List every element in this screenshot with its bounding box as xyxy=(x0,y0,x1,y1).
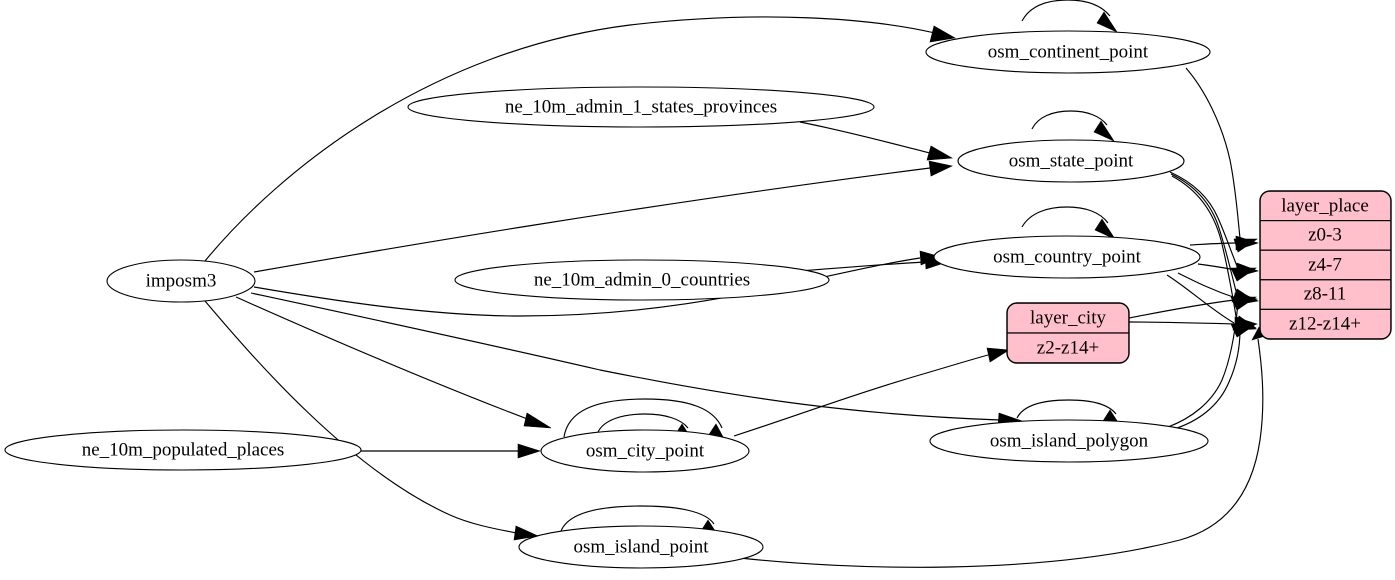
edge-ne_populated_places-to-osm_city_point xyxy=(361,443,541,459)
node-imposm3-label: imposm3 xyxy=(146,270,217,291)
record-outline-layer_place xyxy=(1259,190,1392,340)
node-osm_continent_point[interactable]: osm_continent_point xyxy=(925,30,1211,74)
node-ne_10m_populated_places-label: ne_10m_populated_places xyxy=(82,439,285,460)
node-osm_island_polygon[interactable]: osm_island_polygon xyxy=(929,419,1209,463)
edge-osm_city_point-to-layer_city-z2 xyxy=(733,347,1010,437)
edge-ne_states_provinces-to-osm_state_point xyxy=(799,121,953,161)
node-osm_island_point-label: osm_island_point xyxy=(573,536,709,557)
node-osm_city_point[interactable]: osm_city_point xyxy=(540,429,750,473)
edge-osm_continent_point-to-layer_place-z0-3 xyxy=(1185,67,1258,253)
node-imposm3[interactable]: imposm3 xyxy=(106,259,256,303)
record-label-layer_place-z8-11: z8-11 xyxy=(1304,283,1347,304)
node-ne_10m_admin_0_countries-label: ne_10m_admin_0_countries xyxy=(534,269,750,290)
node-osm_island_point[interactable]: osm_island_point xyxy=(518,525,764,569)
edge-osm_island_polygon-to-layer_place-z8-11 xyxy=(1167,288,1256,428)
edge-self-osm_country_point xyxy=(1021,206,1116,240)
record-node-layer_place[interactable]: layer_place z0-3 z4-7 z8-11 z12-z14+ xyxy=(1259,190,1392,340)
edge-self-osm_state_point xyxy=(1031,110,1115,142)
edge-imposm3-to-osm_city_point xyxy=(235,296,552,429)
node-osm_country_point-label: osm_country_point xyxy=(993,246,1141,267)
edge-imposm3-to-osm_continent_point xyxy=(204,16,956,262)
record-cell-layer_place-z8-11[interactable] xyxy=(1260,279,1391,310)
record-cell-layer_city-header[interactable] xyxy=(1007,303,1129,334)
nodes-group: imposm3 ne_10m_admin_1_states_provinces … xyxy=(4,30,1211,569)
node-osm_state_point[interactable]: osm_state_point xyxy=(957,139,1185,183)
record-cell-layer_place-header[interactable] xyxy=(1260,191,1391,222)
edge-osm_country_point-to-layer_place-z4-7 xyxy=(1197,262,1259,278)
node-ne_10m_populated_places[interactable]: ne_10m_populated_places xyxy=(4,429,362,471)
edge-self-osm_continent_point xyxy=(1021,0,1118,33)
record-node-layer_city[interactable]: layer_city z2-z14+ xyxy=(1006,302,1130,364)
record-cell-layer_city-z2[interactable] xyxy=(1007,332,1129,363)
record-outline-layer_city xyxy=(1006,302,1130,364)
node-osm_continent_point-label: osm_continent_point xyxy=(988,41,1149,62)
edge-osm_island_polygon-to-layer_place-z12 xyxy=(1170,315,1257,431)
node-osm_city_point-label: osm_city_point xyxy=(586,440,705,461)
record-nodes-group: layer_place z0-3 z4-7 z8-11 z12-z14+ lay… xyxy=(1006,190,1392,364)
edge-imposm3-to-osm_state_point xyxy=(253,160,953,273)
edges-group xyxy=(204,0,1273,568)
edge-osm_country_point-to-layer_place-z0-3 xyxy=(1189,235,1259,251)
node-ne_10m_admin_1_states_provinces[interactable]: ne_10m_admin_1_states_provinces xyxy=(407,86,875,128)
edge-imposm3-to-osm_island_polygon xyxy=(250,292,1024,428)
node-osm_country_point[interactable]: osm_country_point xyxy=(933,235,1201,279)
record-label-layer_place-z0-3: z0-3 xyxy=(1308,224,1342,245)
record-label-layer_place-z12: z12-z14+ xyxy=(1289,313,1361,334)
record-label-layer_place-header: layer_place xyxy=(1281,195,1369,216)
node-osm_state_point-label: osm_state_point xyxy=(1009,150,1134,171)
node-ne_10m_admin_1_states_provinces-label: ne_10m_admin_1_states_provinces xyxy=(505,96,777,117)
record-cell-layer_place-z0-3[interactable] xyxy=(1260,220,1391,251)
node-osm_island_polygon-label: osm_island_polygon xyxy=(990,430,1149,451)
record-label-layer_city-z2: z2-z14+ xyxy=(1037,337,1099,358)
record-label-layer_city-header: layer_city xyxy=(1030,307,1106,328)
node-ne_10m_admin_0_countries[interactable]: ne_10m_admin_0_countries xyxy=(454,259,830,301)
record-label-layer_place-z4-7: z4-7 xyxy=(1308,254,1342,275)
edge-imposm3-to-osm_island_point xyxy=(204,300,540,541)
